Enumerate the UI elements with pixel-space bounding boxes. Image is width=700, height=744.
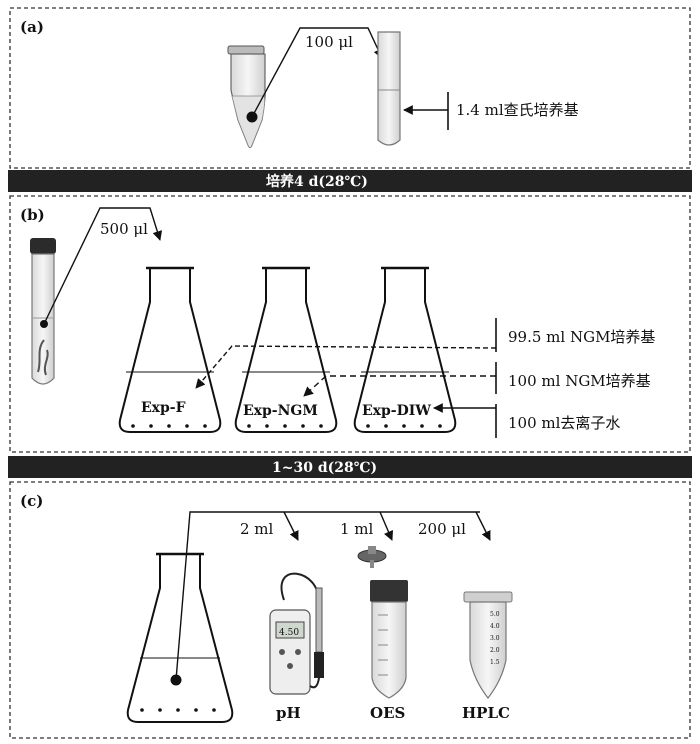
panel-b-frame — [9, 195, 691, 453]
transfer-line-b — [43, 207, 163, 325]
flask-exp-diw — [353, 266, 457, 433]
incubation-bar-2 — [8, 456, 692, 478]
flask-label-exp-ngm: Exp-NGM — [243, 403, 318, 419]
incubation-bar-2-text: 1~30 d(28℃) — [272, 460, 377, 476]
hplc-scale-4: 2.0 — [490, 647, 500, 654]
ph-meter-icon: 4.50 — [269, 572, 324, 695]
flask-exp-f — [118, 266, 222, 433]
instrument-label-oes: OES — [370, 704, 405, 722]
centrifuge-tube-icon — [370, 580, 408, 699]
panel-a-frame — [9, 7, 691, 169]
hplc-tube-icon — [463, 591, 513, 699]
sampling-branch-hplc — [475, 511, 491, 541]
panel-a-label: (a) — [20, 18, 44, 36]
hplc-scale-2: 4.0 — [490, 623, 500, 630]
hplc-scale-1: 5.0 — [490, 611, 500, 618]
flask-label-exp-diw: Exp-DIW — [362, 403, 431, 419]
volume-hplc: 200 μl — [418, 520, 466, 538]
panel-a-medium: 1.4 ml查氏培养基 — [456, 101, 579, 119]
callout-text-2: 100 ml NGM培养基 — [508, 372, 651, 390]
sampling-branch-ph — [283, 511, 299, 541]
panel-a-volume: 100 μl — [305, 33, 353, 51]
incubation-bar-1 — [8, 170, 692, 192]
incubation-bar-1-text: 培养4 d(28℃) — [266, 173, 368, 190]
sampling-line — [175, 511, 480, 681]
culture-tube-icon — [30, 238, 56, 385]
instrument-label-ph: pH — [276, 704, 301, 722]
flask-label-exp-f: Exp-F — [141, 400, 186, 416]
callout-line-ngm-100 — [303, 375, 496, 397]
callout-line-ngm-99 — [195, 345, 497, 389]
volume-oes: 1 ml — [340, 520, 374, 538]
panel-b-label: (b) — [20, 206, 45, 224]
callout-text-1: 99.5 ml NGM培养基 — [508, 328, 655, 346]
panel-c-frame — [9, 481, 691, 739]
volume-ph: 2 ml — [240, 520, 274, 538]
instrument-label-hplc: HPLC — [462, 704, 510, 722]
sampling-branch-oes — [379, 511, 394, 541]
hplc-scale-3: 3.0 — [490, 635, 500, 642]
ph-meter-display: 4.50 — [279, 628, 299, 638]
panel-b-volume: 500 μl — [100, 220, 148, 238]
test-tube-icon — [377, 31, 401, 146]
syringe-filter-icon — [357, 546, 387, 568]
panel-c-label: (c) — [20, 492, 43, 510]
eppendorf-tube-icon — [227, 45, 266, 149]
callout-text-3: 100 ml去离子水 — [508, 414, 620, 432]
transfer-line-a — [251, 27, 383, 118]
hplc-scale-5: 1.5 — [490, 659, 500, 666]
